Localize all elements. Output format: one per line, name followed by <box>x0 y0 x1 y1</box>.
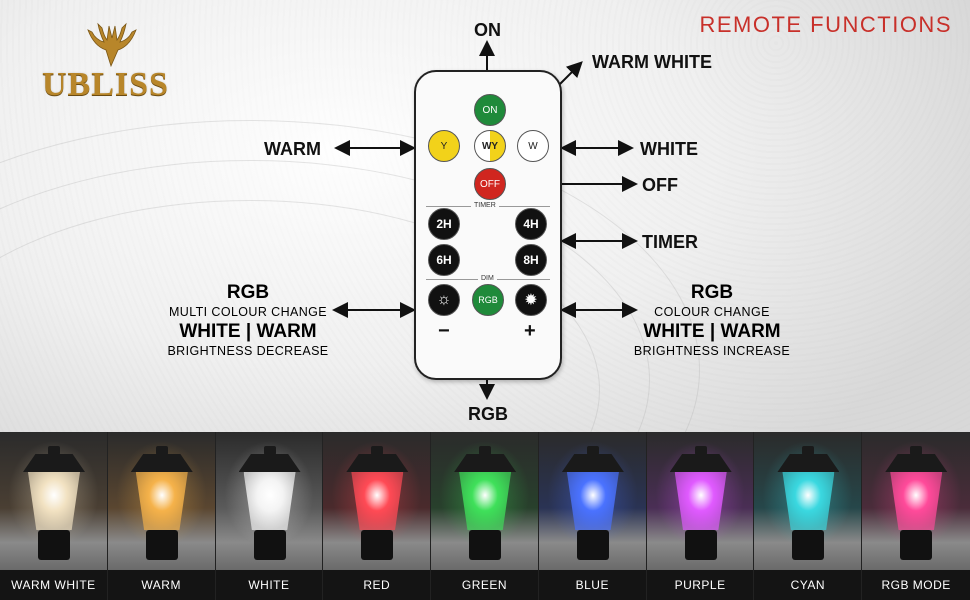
lamp-glass <box>674 472 727 530</box>
lamp-cap <box>910 446 923 455</box>
callout-title: WHITE | WARM <box>643 321 781 342</box>
lamp-cap <box>155 446 168 455</box>
plus-sign: + <box>524 320 536 342</box>
mode-label: CYAN <box>754 570 862 600</box>
lamp-roof <box>130 454 193 472</box>
callout-subtitle: BRIGHTNESS INCREASE <box>633 344 791 358</box>
mode-tile: WHITE <box>215 432 324 600</box>
lamp-cap <box>479 446 492 455</box>
label-warm-white: WARM WHITE <box>592 52 712 72</box>
mode-label: WHITE <box>215 570 323 600</box>
mode-tile: PURPLE <box>646 432 755 600</box>
lamp-roof <box>885 454 948 472</box>
callout-subtitle: COLOUR CHANGE <box>654 305 770 319</box>
brightness-decrease-callout: RGB MULTI COLOUR CHANGE WHITE | WARM BRI… <box>166 282 330 360</box>
lamp-base <box>145 530 178 560</box>
remote-control: ON Y WY W OFF TIMER 2H 4H 6H 8H DIM ☼ RG… <box>414 70 562 380</box>
remote-dim-up-button[interactable]: ✹ <box>515 284 547 316</box>
lamp-roof <box>777 454 840 472</box>
label-white: WHITE <box>640 139 698 159</box>
mode-tile: BLUE <box>538 432 647 600</box>
label-rgb: RGB <box>468 404 508 424</box>
lamp-base <box>684 530 717 560</box>
mode-tile: WARM WHITE <box>0 432 108 600</box>
lamp-roof <box>561 454 624 472</box>
mode-tile: GREEN <box>431 432 539 600</box>
remote-timer-4h-button[interactable]: 4H <box>515 208 547 240</box>
minus-sign: − <box>438 320 450 342</box>
remote-warm-white-button[interactable]: WY <box>474 130 506 162</box>
lamp-base <box>469 530 502 560</box>
dim-section-label: DIM <box>478 275 497 282</box>
mode-tile: WARM <box>107 432 216 600</box>
lamp-glass <box>243 472 296 530</box>
label-off: OFF <box>642 175 678 195</box>
lamp-glass <box>782 472 835 530</box>
lamp-glass <box>28 472 80 530</box>
lamp-glass <box>890 472 943 530</box>
lamp-base <box>38 530 70 560</box>
label-timer: TIMER <box>642 232 698 252</box>
sun-bright-icon: ✹ <box>524 292 538 309</box>
lamp-base <box>792 530 825 560</box>
callout-subtitle: MULTI COLOUR CHANGE <box>168 305 328 319</box>
sun-dim-icon: ☼ <box>436 291 452 308</box>
callout-title: RGB <box>690 282 734 303</box>
lamp-glass <box>351 472 404 530</box>
remote-off-button[interactable]: OFF <box>474 168 506 200</box>
brightness-increase-callout: RGB COLOUR CHANGE WHITE | WARM BRIGHTNES… <box>630 282 794 360</box>
callout-subtitle: BRIGHTNESS DECREASE <box>167 344 329 358</box>
remote-on-button[interactable]: ON <box>474 94 506 126</box>
mode-tile: RGB MODE <box>862 432 970 600</box>
lamp-base <box>900 530 933 560</box>
lamp-base <box>576 530 609 560</box>
mode-label: RED <box>323 570 431 600</box>
lamp-roof <box>23 454 85 472</box>
lamp-cap <box>694 446 707 455</box>
lamp-cap <box>371 446 384 455</box>
mode-label: BLUE <box>538 570 646 600</box>
mode-label: PURPLE <box>646 570 754 600</box>
brand-name: UBLISS <box>42 66 169 103</box>
lamp-cap <box>802 446 815 455</box>
mode-tile: RED <box>323 432 432 600</box>
light-modes-strip: WARM WHITE WARM WHITE RED GREEN <box>0 432 970 600</box>
lamp-cap <box>48 446 60 455</box>
mode-label: GREEN <box>431 570 538 600</box>
lamp-base <box>361 530 394 560</box>
lamp-cap <box>586 446 599 455</box>
lamp-cap <box>263 446 276 455</box>
remote-timer-8h-button[interactable]: 8H <box>515 244 547 276</box>
lamp-glass <box>459 472 512 530</box>
lamp-base <box>253 530 286 560</box>
timer-section-label: TIMER <box>471 202 499 209</box>
lamp-roof <box>238 454 301 472</box>
mode-tile: CYAN <box>754 432 863 600</box>
label-warm: WARM <box>264 139 321 159</box>
mode-label: WARM WHITE <box>0 570 107 600</box>
label-on: ON <box>474 20 501 40</box>
lamp-roof <box>669 454 732 472</box>
lamp-glass <box>566 472 619 530</box>
lamp-roof <box>346 454 409 472</box>
remote-timer-6h-button[interactable]: 6H <box>428 244 460 276</box>
callout-title: RGB <box>226 282 270 303</box>
mode-label: WARM <box>107 570 215 600</box>
mode-label: RGB MODE <box>862 570 970 600</box>
remote-white-button[interactable]: W <box>517 130 549 162</box>
callout-title: WHITE | WARM <box>179 321 317 342</box>
remote-dim-down-button[interactable]: ☼ <box>428 284 460 316</box>
lamp-glass <box>135 472 188 530</box>
remote-rgb-button[interactable]: RGB <box>472 284 504 316</box>
antlers-icon <box>87 22 137 68</box>
page-title: REMOTE FUNCTIONS <box>699 12 952 37</box>
brand-logo: UBLISS <box>38 20 188 110</box>
remote-timer-2h-button[interactable]: 2H <box>428 208 460 240</box>
lamp-roof <box>454 454 517 472</box>
remote-warm-button[interactable]: Y <box>428 130 460 162</box>
